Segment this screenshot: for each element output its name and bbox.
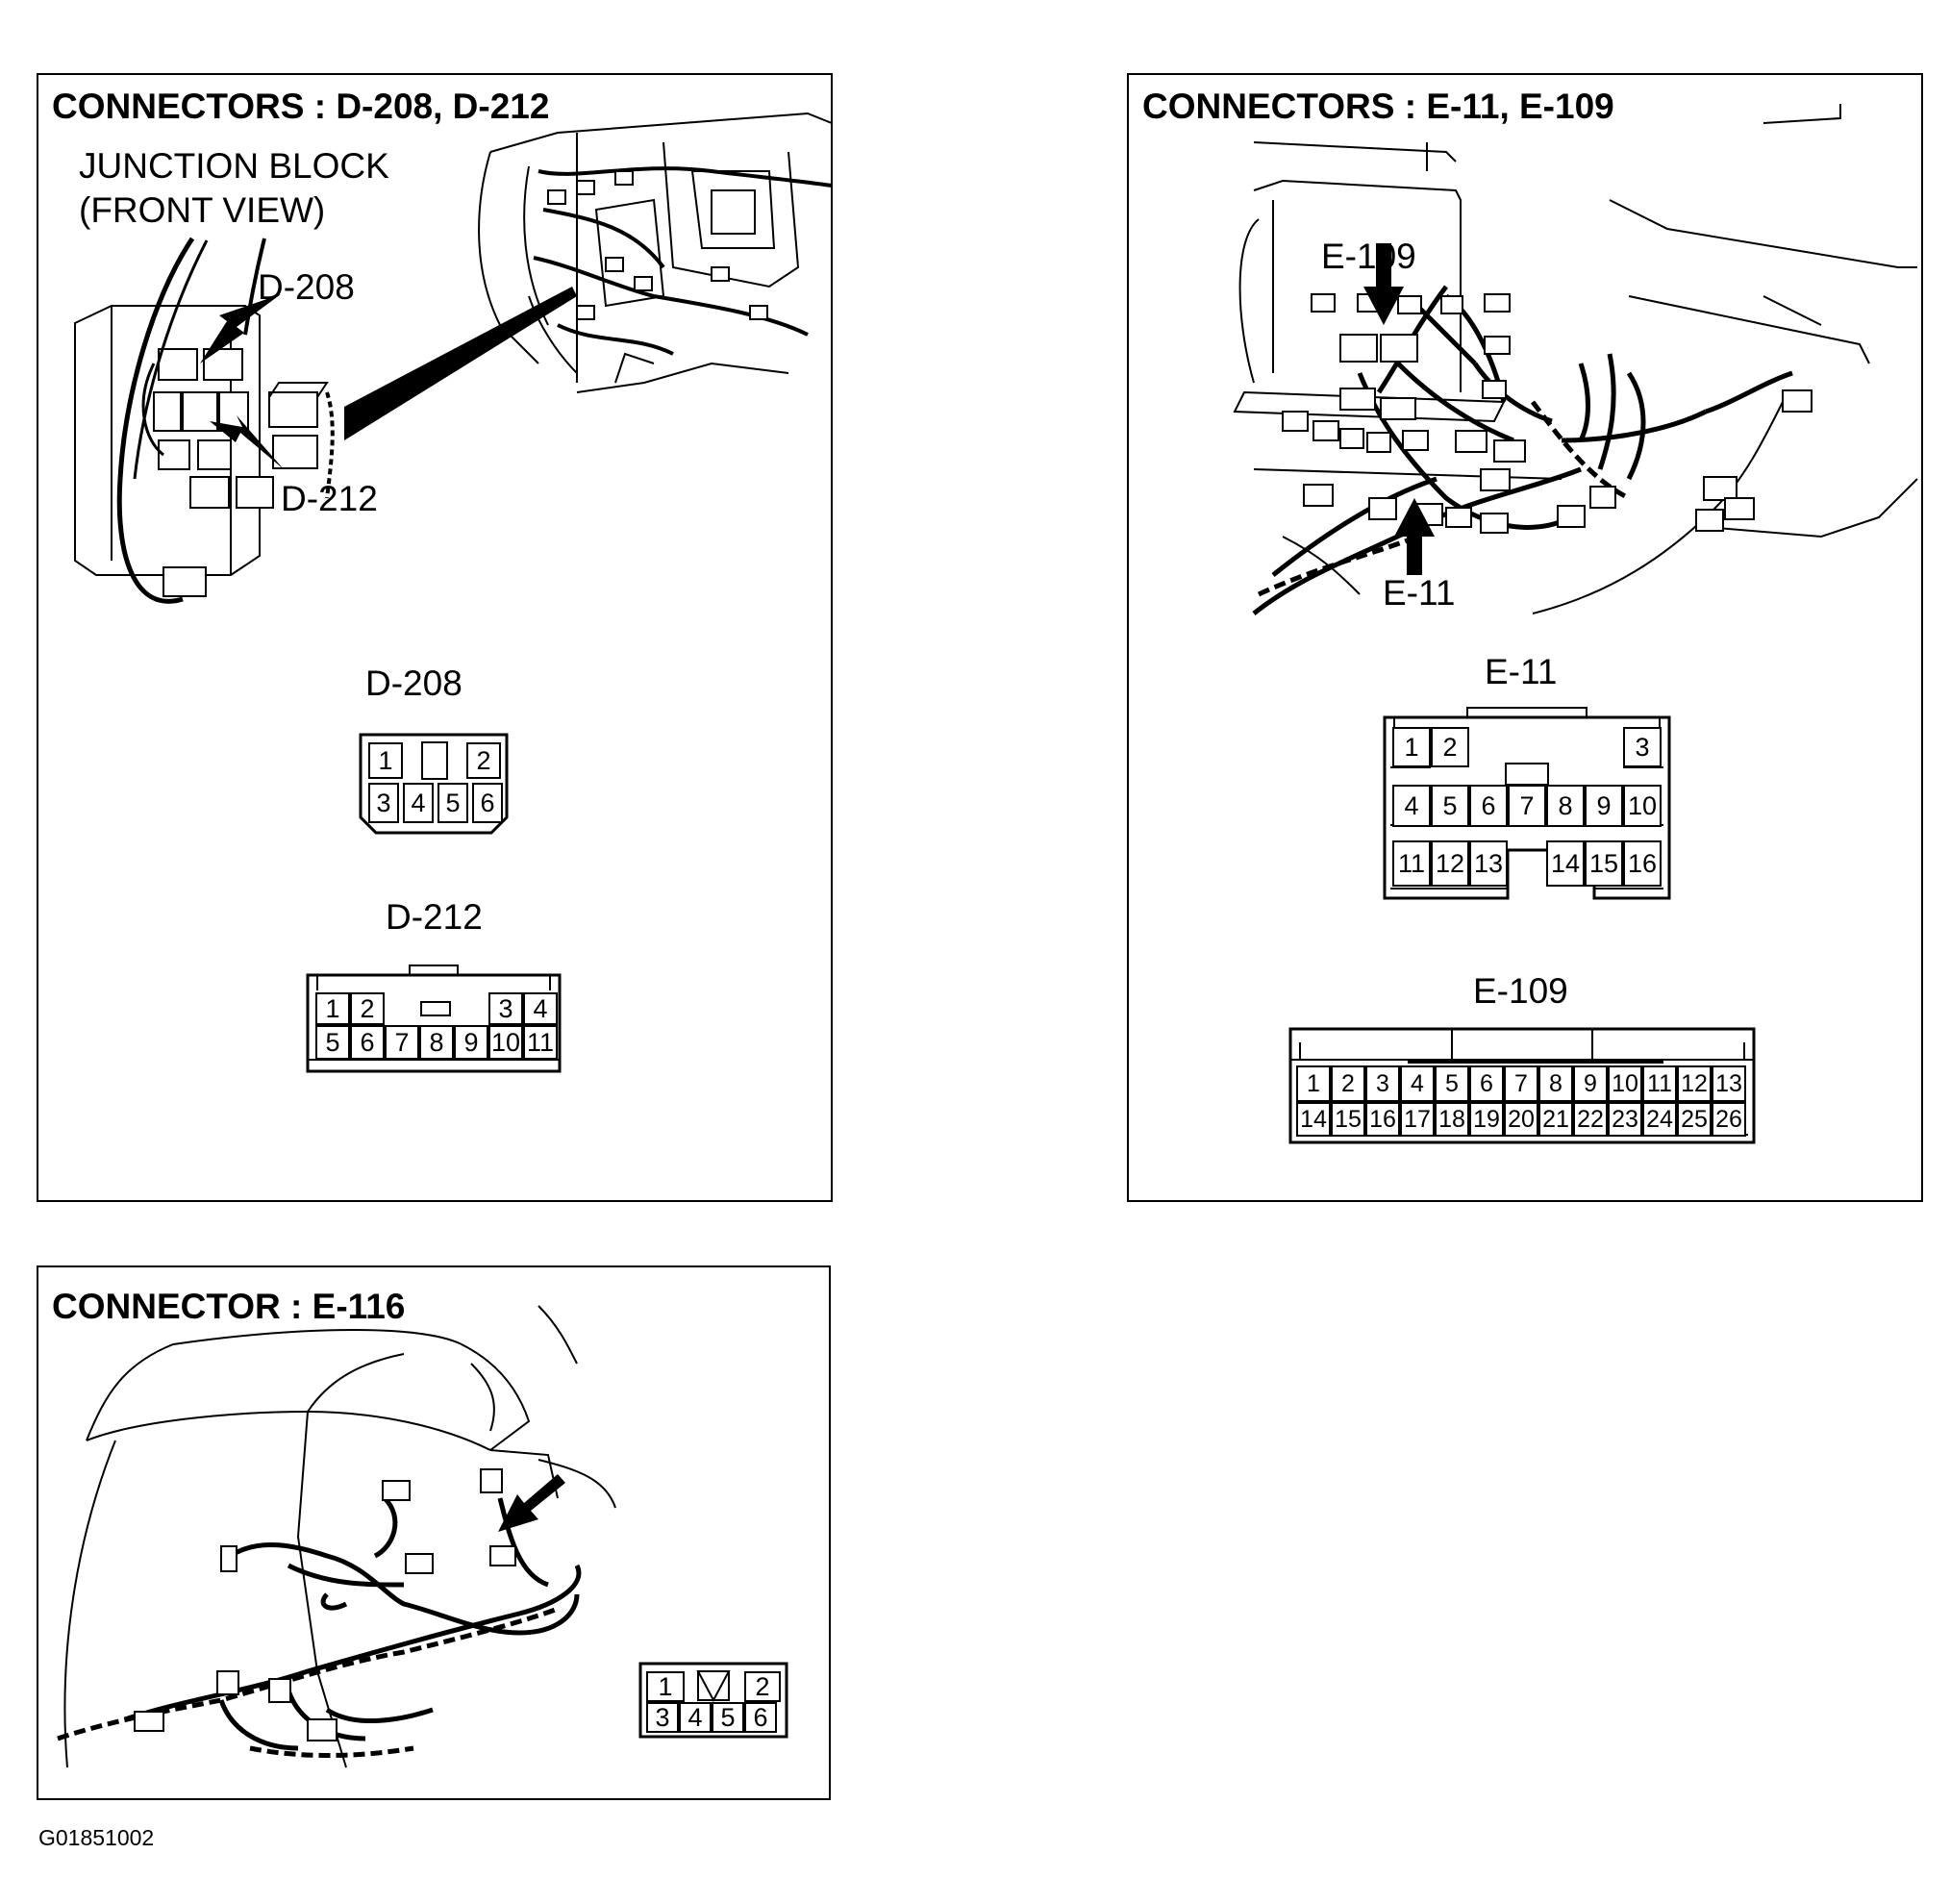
junction-block-label-line1: JUNCTION BLOCK	[79, 146, 389, 186]
pin-8: 8	[419, 1025, 454, 1060]
pin-16: 16	[1623, 840, 1662, 887]
panel-d208-d212: CONNECTORS : D-208, D-212 JUNCTION BLOCK…	[37, 73, 833, 1202]
pin-21: 21	[1538, 1102, 1573, 1137]
pin-11: 11	[523, 1025, 558, 1060]
callout-e109: E-109	[1321, 237, 1416, 276]
pin-11: 11	[1392, 840, 1431, 887]
pin-15: 15	[1331, 1102, 1365, 1137]
pin-18: 18	[1435, 1102, 1469, 1137]
pin-12: 12	[1431, 840, 1469, 887]
pin-5: 5	[1431, 785, 1469, 827]
pin-16: 16	[1365, 1102, 1400, 1137]
pin-5: 5	[712, 1702, 744, 1733]
pin-4: 4	[403, 783, 434, 823]
pin-9: 9	[1573, 1065, 1608, 1102]
junction-block-illustration	[74, 112, 833, 604]
pin-9: 9	[1585, 785, 1623, 827]
seat-harness-illustration	[57, 1305, 616, 1768]
pin-3: 3	[488, 992, 523, 1025]
pin-14: 14	[1296, 1102, 1331, 1137]
pin-7: 7	[385, 1025, 419, 1060]
console-harness-illustration	[1233, 104, 1918, 615]
d208-label: D-208	[365, 664, 462, 703]
pin-23: 23	[1608, 1102, 1642, 1137]
pin-14: 14	[1546, 840, 1585, 887]
junction-block-label-line2: (FRONT VIEW)	[79, 190, 326, 230]
pin-2: 2	[1431, 727, 1469, 767]
pin-5: 5	[1435, 1065, 1469, 1102]
pin-6: 6	[1469, 1065, 1504, 1102]
e11-label: E-11	[1485, 652, 1558, 691]
pin-6: 6	[744, 1702, 777, 1733]
pin-24: 24	[1642, 1102, 1677, 1137]
pin-6: 6	[350, 1025, 385, 1060]
pin-9: 9	[454, 1025, 488, 1060]
callout-e11: E-11	[1383, 573, 1456, 613]
pin-8: 8	[1538, 1065, 1573, 1102]
pin-19: 19	[1469, 1102, 1504, 1137]
pin-4: 4	[523, 992, 558, 1025]
pin-4: 4	[679, 1702, 712, 1733]
pin-2: 2	[744, 1671, 781, 1702]
panel-title: CONNECTOR : E-116	[52, 1287, 406, 1326]
pin-7: 7	[1508, 785, 1546, 827]
pin-4: 4	[1392, 785, 1431, 827]
pin-22: 22	[1573, 1102, 1608, 1137]
pin-2: 2	[1331, 1065, 1365, 1102]
pin-2: 2	[466, 742, 501, 779]
figure-id: G01851002	[38, 1825, 155, 1850]
pin-15: 15	[1585, 840, 1623, 887]
pin-13: 13	[1469, 840, 1508, 887]
d212-label: D-212	[386, 897, 483, 937]
pin-3: 3	[1365, 1065, 1400, 1102]
pin-17: 17	[1400, 1102, 1435, 1137]
pin-1: 1	[1296, 1065, 1331, 1102]
pin-6: 6	[472, 783, 503, 823]
pin-1: 1	[646, 1671, 685, 1702]
connector-outline	[359, 733, 509, 835]
pin-20: 20	[1504, 1102, 1538, 1137]
pin-1: 1	[368, 742, 403, 779]
pin-8: 8	[1546, 785, 1585, 827]
connector-outline	[638, 1662, 788, 1739]
pin-11: 11	[1642, 1065, 1677, 1102]
e109-label: E-109	[1473, 971, 1568, 1011]
pin-25: 25	[1677, 1102, 1712, 1137]
panel-title: CONNECTORS : E-11, E-109	[1142, 87, 1614, 126]
pin-10: 10	[488, 1025, 523, 1060]
panel-title: CONNECTORS : D-208, D-212	[52, 87, 550, 126]
pin-5: 5	[315, 1025, 350, 1060]
connector-outline	[306, 965, 562, 1073]
pin-10: 10	[1608, 1065, 1642, 1102]
pin-1: 1	[315, 992, 350, 1025]
pin-3: 3	[646, 1702, 679, 1733]
pin-4: 4	[1400, 1065, 1435, 1102]
pin-5: 5	[438, 783, 468, 823]
panel-e11-e109: CONNECTORS : E-11, E-109 E-109 E-11	[1127, 73, 1923, 1202]
pin-3: 3	[368, 783, 399, 823]
panel-e116: CONNECTOR : E-116	[37, 1265, 831, 1800]
callout-d208: D-208	[258, 267, 355, 307]
pin-7: 7	[1504, 1065, 1538, 1102]
pin-3: 3	[1623, 727, 1662, 767]
pin-10: 10	[1623, 785, 1662, 827]
pin-13: 13	[1712, 1065, 1746, 1102]
pin-26: 26	[1712, 1102, 1746, 1137]
pin-2: 2	[350, 992, 385, 1025]
callout-d212: D-212	[281, 479, 378, 518]
pin-1: 1	[1392, 727, 1431, 767]
pin-12: 12	[1677, 1065, 1712, 1102]
pin-6: 6	[1469, 785, 1508, 827]
